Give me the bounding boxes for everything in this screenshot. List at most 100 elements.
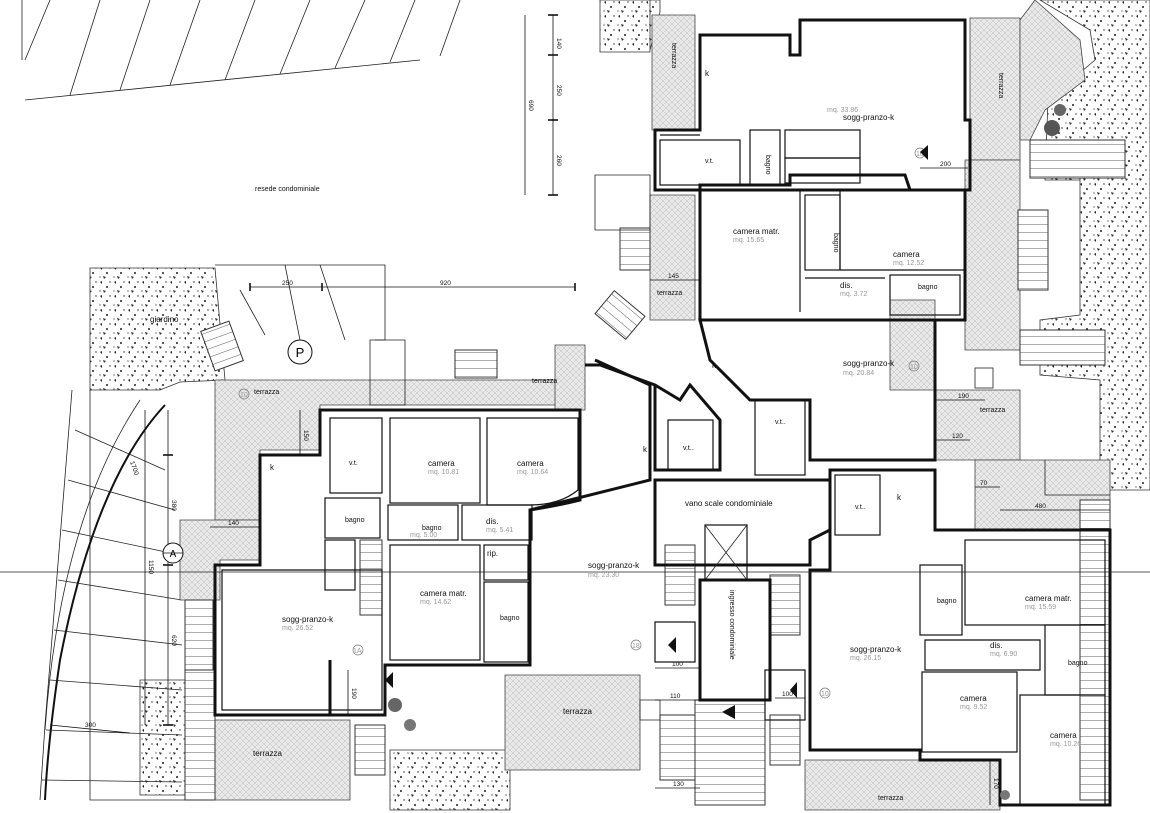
right-unit	[808, 468, 1112, 807]
label-bagno-left: bagno	[345, 517, 365, 524]
label-dis-left: dis.	[486, 517, 498, 526]
label-bagno-left3: bagno	[500, 615, 520, 622]
area-sogg-left: mq. 26.52	[282, 625, 313, 632]
arrow-left	[385, 672, 393, 688]
label-bagno-right2: bagno	[1068, 660, 1088, 667]
dim-190b: 190	[350, 688, 357, 699]
label-bagno-right: bagno	[937, 598, 957, 605]
dim-190: 190	[958, 393, 969, 400]
room-labels: sogg-pranzo-k mq. 33.86 v.t. bagno camer…	[150, 43, 1088, 802]
access-ramp	[39, 389, 215, 801]
dim-100b: 100	[782, 691, 793, 698]
area-sogg-right: mq. 26.15	[850, 655, 881, 662]
arrow-top	[920, 145, 928, 160]
dim-1700: 1700	[128, 460, 140, 476]
terraces	[179, 0, 1111, 811]
label-resede: resede condominiale	[255, 186, 320, 193]
area-sogg-mid: mq. 20.84	[843, 370, 874, 377]
label-sogg-mid: sogg-pranzo-k	[843, 359, 895, 368]
label-dis-top: dis.	[840, 281, 852, 290]
dim-250a: 250	[555, 85, 562, 96]
label-k-right: k	[897, 493, 902, 502]
label-rip-left: rip.	[487, 549, 498, 558]
marker-10d: 10	[240, 392, 248, 399]
dim-130: 130	[673, 781, 684, 788]
label-dis-right: dis.	[990, 641, 1002, 650]
dim-140b: 140	[228, 520, 239, 527]
label-vt-mid: v.t..	[775, 419, 786, 426]
label-k-top: k	[705, 69, 710, 78]
label-terrazza-mid-top: terrazza	[657, 290, 682, 297]
dim-300: 300	[85, 722, 96, 729]
dim-170: 170	[992, 778, 999, 789]
label-vt-center: v.t..	[683, 445, 694, 452]
area-dis-right: mq. 6.90	[990, 651, 1017, 658]
dim-200: 200	[940, 161, 951, 168]
markers: 10 10 18 1A 10 10 A	[162, 145, 928, 719]
parking-area: P	[215, 264, 386, 365]
label-vt-left: v.t.	[349, 460, 358, 467]
label-camera-top: camera	[893, 250, 920, 259]
garden-areas	[89, 0, 1150, 811]
label-k-left: k	[270, 463, 275, 472]
label-terrazza-bl: terrazza	[253, 749, 282, 758]
area-camera-left-a: mq. 10.81	[428, 469, 459, 476]
label-bagno-left2: bagno	[422, 525, 442, 532]
dim-110: 110	[670, 693, 681, 700]
dim-100a: 100	[672, 661, 683, 668]
dim-120: 120	[952, 433, 963, 440]
entrance-letter: A	[170, 549, 177, 560]
label-terrazza-top-right: terrazza	[997, 73, 1004, 98]
road-lines	[21, 0, 461, 101]
area-camera-top: mq. 12.52	[893, 260, 924, 267]
label-camera-right-a: camera	[960, 694, 987, 703]
dim-145: 145	[668, 273, 679, 280]
misc-lines	[0, 174, 1150, 721]
marker-10a: 10	[916, 151, 924, 158]
marker-10c: 10	[821, 691, 829, 698]
label-giardino: giardino	[150, 315, 179, 324]
dim-690: 690	[527, 100, 534, 111]
dim-260a: 260	[555, 155, 562, 166]
left-unit	[213, 408, 582, 717]
label-camera-matr-left: camera matr.	[420, 589, 467, 598]
label-bagno-top: bagno	[764, 155, 771, 175]
label-terrazza-left2: terrazza	[532, 378, 557, 385]
label-vano-scale: vano scale condominiale	[685, 499, 773, 508]
label-camera-matr-right: camera matr.	[1025, 594, 1072, 603]
label-camera-left-a: camera	[428, 459, 455, 468]
dim-920: 920	[440, 280, 451, 287]
label-k-mid: k	[712, 361, 717, 370]
label-vt-top: v.t.	[705, 158, 714, 165]
parking-symbol: P	[296, 345, 305, 360]
label-sogg-top: sogg-pranzo-k	[843, 113, 895, 122]
dim-620: 620	[170, 635, 177, 646]
area-bagno-left: mq. 5.00	[410, 532, 437, 539]
area-camera-matr-left: mq. 14.62	[420, 599, 451, 606]
area-camera-left-b: mq. 10.64	[517, 469, 548, 476]
dim-480: 480	[1035, 503, 1046, 510]
label-camera-right-b: camera	[1050, 731, 1077, 740]
arrow-center	[668, 637, 676, 653]
label-terrazza-right: terrazza	[980, 407, 1005, 414]
label-bagno-top3: bagno	[918, 284, 938, 291]
area-dis-left: mq. 5.41	[486, 527, 513, 534]
arrow-right	[790, 682, 797, 698]
dim-150: 150	[302, 430, 309, 441]
top-unit	[653, 18, 972, 476]
label-terrazza-left: terrazza	[254, 389, 279, 396]
label-sogg-left: sogg-pranzo-k	[282, 615, 334, 624]
area-camera-right-b: mq. 10.26	[1050, 741, 1081, 748]
dim-70: 70	[980, 480, 988, 487]
area-dis-top: mq. 3.72	[840, 291, 867, 298]
dim-250b: 250	[282, 280, 293, 287]
area-camera-matr-right: mq. 15.59	[1025, 604, 1056, 611]
label-terrazza-br: terrazza	[878, 795, 903, 802]
area-sogg-top: mq. 33.86	[827, 107, 858, 114]
label-vt-right: v.t..	[855, 504, 866, 511]
area-camera-right-a: mq. 9.52	[960, 704, 987, 711]
dimensions: 140 250 260 690 250 920 200 145 190 120 …	[49, 14, 1110, 805]
plants	[388, 104, 1066, 800]
label-k-center: k	[643, 445, 648, 454]
